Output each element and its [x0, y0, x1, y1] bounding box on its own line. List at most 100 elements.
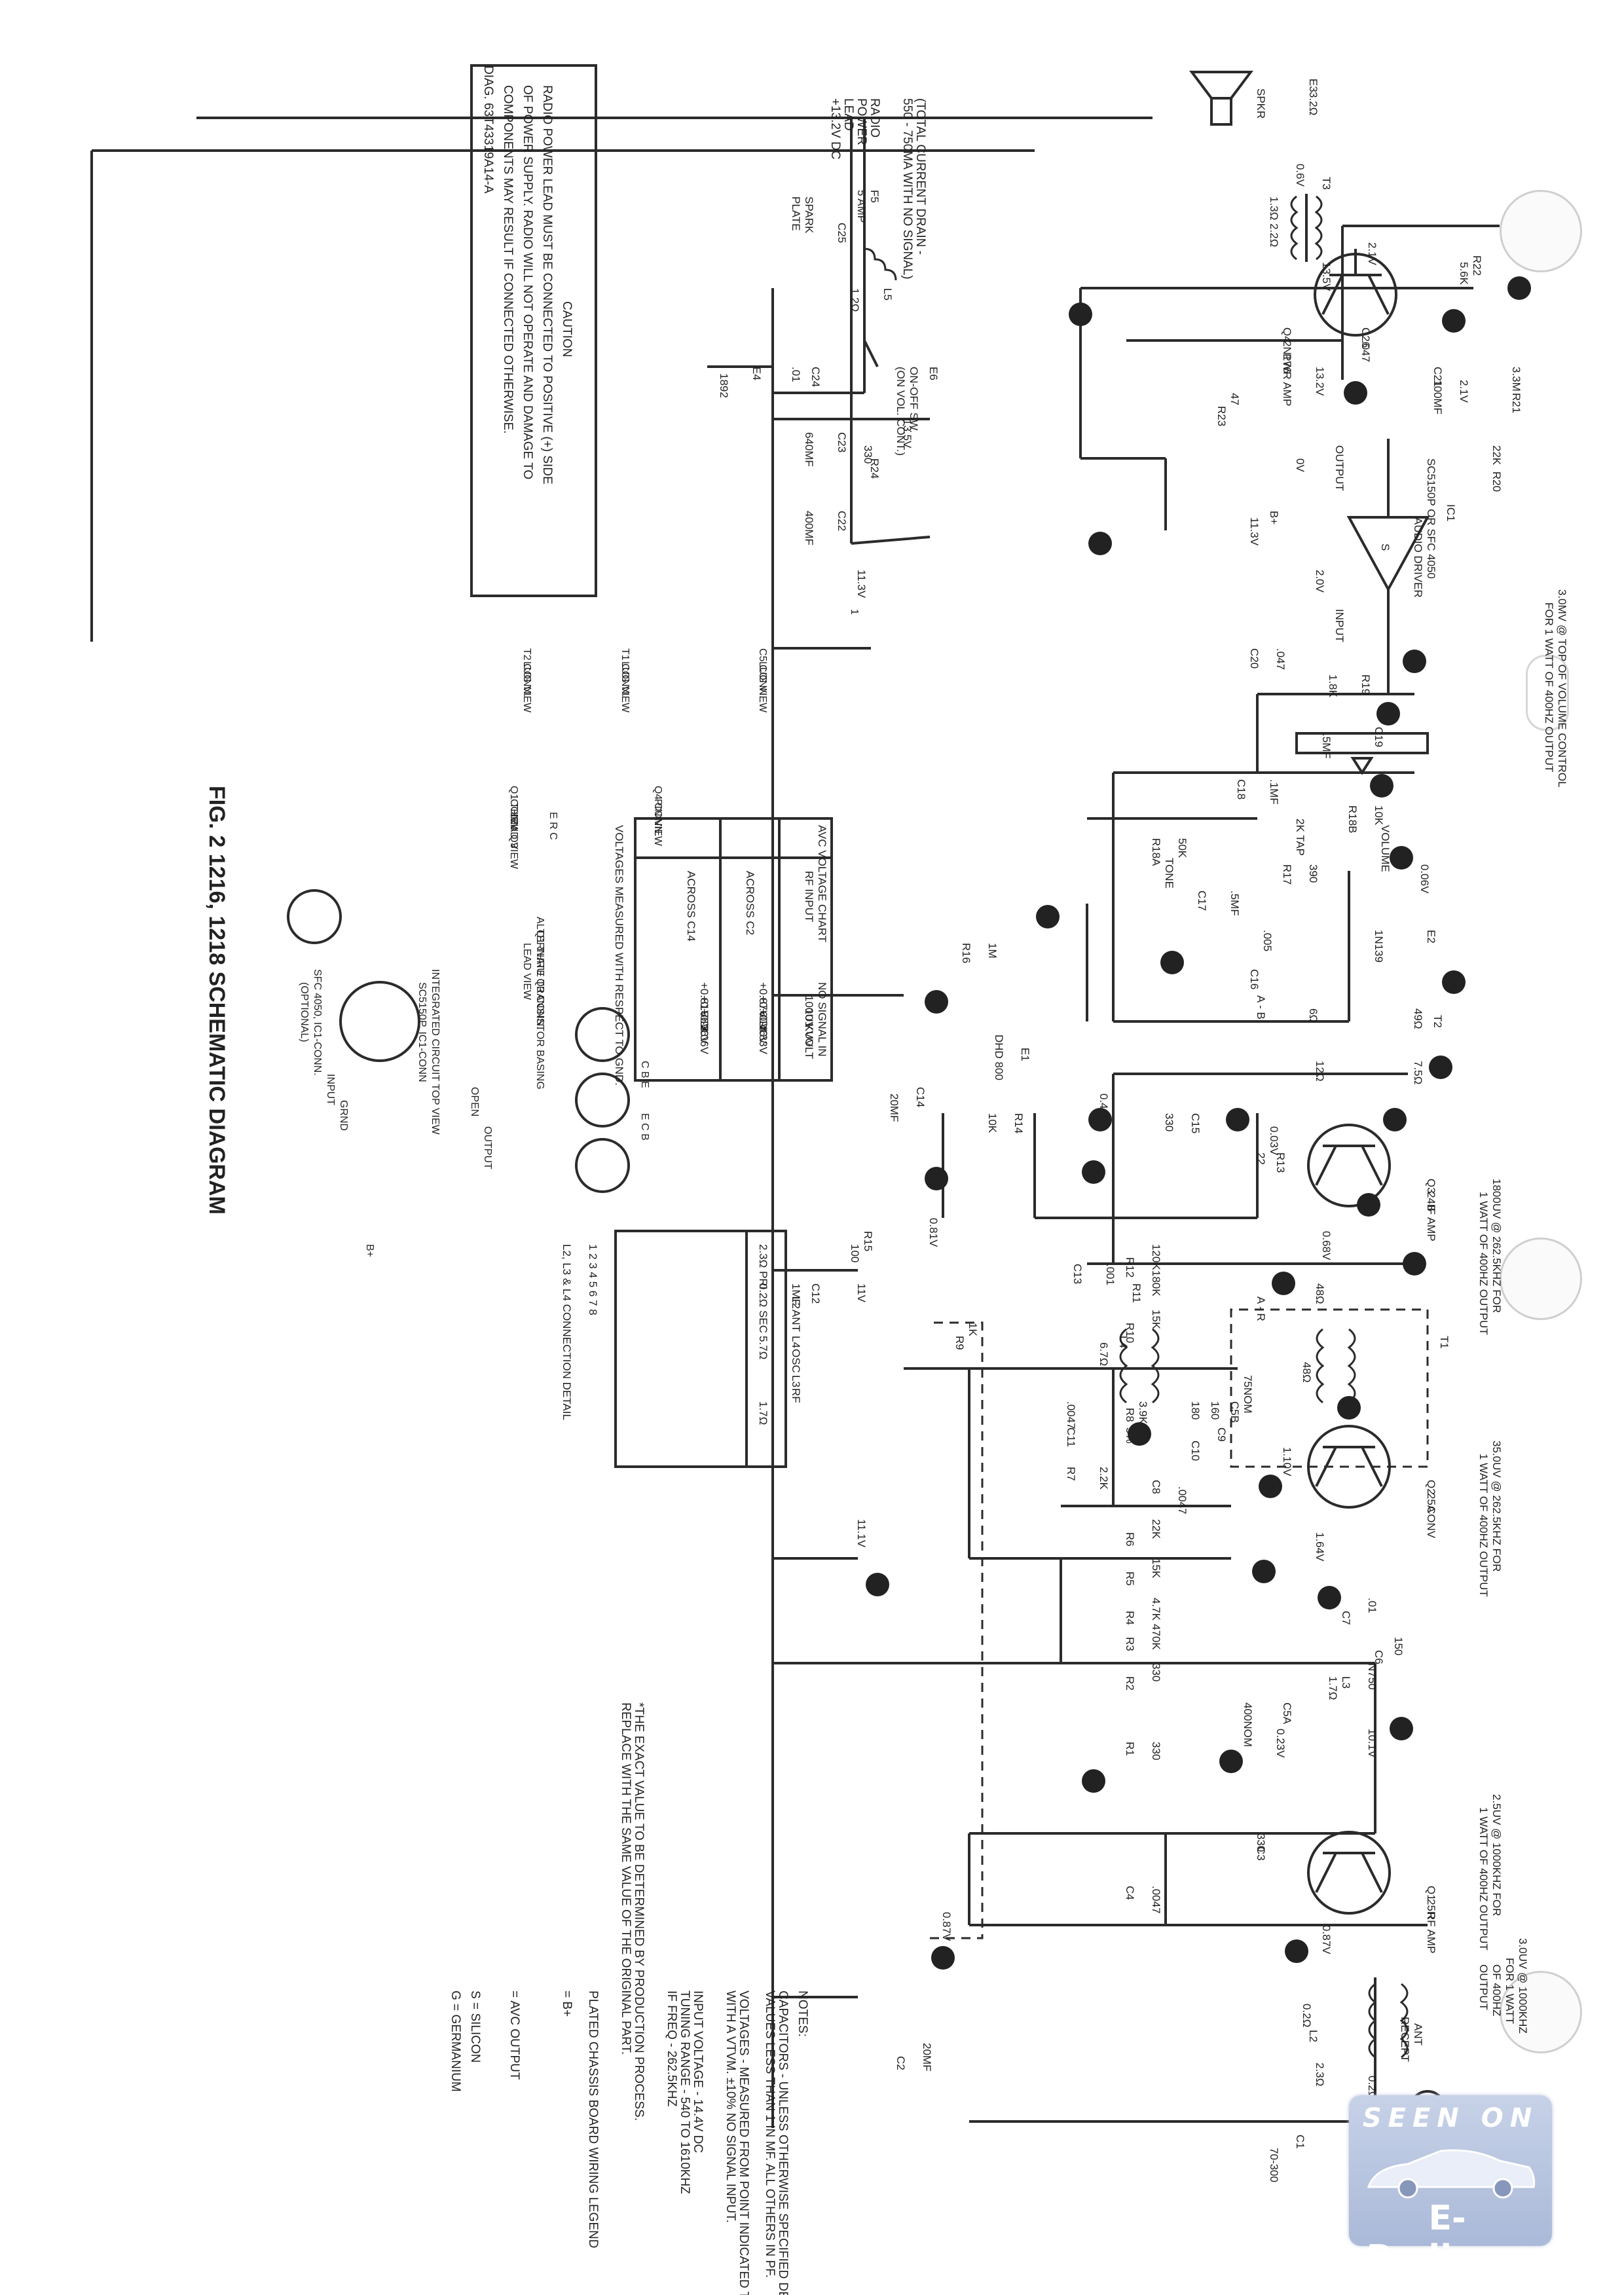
lbl-t1-ar: A - R — [1255, 1296, 1267, 1321]
note-1a: CAPACITORS - UNLESS OTHERWISE SPECIFIED … — [776, 1991, 790, 2295]
if-section-wiring — [942, 1073, 1408, 1265]
lbl-c24-v: .01 — [790, 367, 802, 382]
svg-text:20: 20 — [1395, 851, 1406, 863]
lbl-e3: E3 — [1307, 79, 1320, 92]
q3-transistor — [1307, 1124, 1391, 1207]
lbl-q2-type: 25A — [1425, 1493, 1437, 1513]
lbl-tap: 2K TAP — [1294, 818, 1306, 856]
lbl-e1-type: DHD 800 — [993, 1035, 1005, 1080]
lbl-c26: C26 — [1359, 327, 1372, 348]
test-point-4: 4 — [1285, 1939, 1308, 1963]
svg-text:30: 30 — [1133, 1427, 1144, 1439]
test-point-20: 20 — [1390, 846, 1413, 870]
svg-text:14: 14 — [1349, 386, 1360, 398]
lbl-c3: C3 — [1255, 1846, 1267, 1861]
lbl-r13-v: 22 — [1255, 1152, 1267, 1165]
lbl-r7: R7 — [1065, 1467, 1077, 1481]
test-point-11b: 11 — [925, 990, 948, 1014]
lbl-c7-v: .01 — [1366, 1598, 1378, 1613]
lbl-v132: 13.2V — [1314, 367, 1326, 396]
lbl-c11-v: .0047 — [1065, 1401, 1077, 1429]
avc-head: AVC VOLTAGE CHART — [816, 825, 828, 942]
note-2b: WITH A VTVM. ±10% NO SIGNAL INPUT. — [724, 1991, 737, 2223]
power-line-1: RADIO — [868, 98, 881, 138]
lbl-c20: C20 — [1248, 648, 1261, 669]
svg-text:10: 10 — [930, 1172, 941, 1184]
lbl-e2-type: 1N139 — [1373, 930, 1385, 963]
test-point-17: 17 — [1403, 650, 1426, 673]
lbl-antin-4: OUTPUT — [1477, 1964, 1490, 2010]
test-point-1d: 1 — [1082, 1769, 1105, 1793]
lbl-e4-v: 1892 — [718, 373, 730, 398]
legend-head: PLATED CHASSIS BOARD WIRING LEGEND — [586, 1991, 600, 2248]
power-line-4: +13.2V DC — [828, 98, 842, 159]
lbl-l1-r: 0.2Ω — [1366, 2076, 1378, 2099]
lbl-r1: R1 — [1124, 1742, 1136, 1756]
lbl-r3: R3 — [1124, 1637, 1136, 1651]
lbl-v164: 1.64V — [1314, 1532, 1326, 1562]
avc-a-3: +0.46V — [757, 1008, 769, 1044]
svg-text:27: 27 — [1362, 1198, 1373, 1210]
notes-block: NOTES: CAPACITORS - UNLESS OTHERWISE SPE… — [449, 1702, 809, 2295]
lbl-r3-v: 470K — [1150, 1624, 1162, 1650]
lbl-r2: R2 — [1124, 1676, 1136, 1691]
lbl-r17-v: 390 — [1307, 864, 1320, 883]
svg-text:18: 18 — [1375, 779, 1386, 791]
alt-basing-3: LEAD VIEW — [521, 943, 532, 1001]
t1-lug: LUG VIEW — [619, 661, 631, 713]
lbl-q4-desc: PWR AMP — [1281, 354, 1293, 406]
lbl-q1: Q1 — [1425, 1886, 1437, 1901]
lbl-c21-v: 100MF — [1431, 380, 1444, 414]
svg-text:25: 25 — [1434, 1061, 1445, 1073]
test-point-21: 21 — [1442, 970, 1466, 994]
coil-pins: 1 2 3 4 5 6 7 8 — [587, 1244, 599, 1315]
t1-conn: T1 CONN. — [619, 648, 631, 697]
ic1-audio-driver — [1346, 439, 1430, 694]
diag-number: DIAG. 63T43319A14-A — [481, 65, 495, 194]
lbl-t2: T2 — [1431, 1015, 1444, 1028]
svg-text:28: 28 — [1408, 1257, 1419, 1269]
lbl-r23: R23 — [1215, 406, 1228, 426]
avc-row-3: 10 KUV — [803, 1008, 815, 1047]
lbl-t2-r4: 7.5Ω — [1412, 1061, 1424, 1084]
drain-line-1: (TOTAL CURRENT DRAIN - — [913, 98, 927, 255]
lbl-e1: E1 — [1019, 1048, 1031, 1061]
lbl-t3: T3 — [1320, 177, 1333, 190]
lbl-e6-3: (ON VOL. CONT.) — [895, 367, 907, 456]
figure-title: FIG. 2 1216, 1218 SCHEMATIC DIAGRAM — [204, 786, 229, 1215]
avc-col-3: ACROSS C14 — [685, 871, 697, 942]
svg-text:11: 11 — [930, 995, 941, 1006]
avc-a-2: +0.60V — [757, 995, 769, 1031]
lbl-f5: F5 — [868, 190, 881, 203]
lbl-c12: C12 — [809, 1283, 822, 1304]
lbl-ic1: IC1 — [1445, 504, 1457, 521]
logo-bottom-text: E-Bodies.org — [1366, 2199, 1528, 2277]
lbl-vol-1: 3.0MV @ TOP OF VOLUME CONTROL — [1556, 589, 1568, 788]
coil-sec: 0.2Ω SEC — [757, 1283, 769, 1333]
speaker-symbol — [1189, 71, 1253, 126]
rf-section-wiring — [968, 1663, 1428, 2123]
test-point-1b: 1 — [1082, 1160, 1105, 1184]
lbl-spark-2: PLATE — [790, 196, 802, 231]
test-point-22: 22 — [1088, 1108, 1112, 1131]
test-point-27: 27 — [1357, 1193, 1380, 1217]
test-point-29: 29 — [1337, 1396, 1361, 1420]
lbl-c25: C25 — [836, 223, 848, 243]
lbl-e3-ohm: 3.2Ω — [1307, 92, 1320, 115]
lbl-if-2: 1 WATT OF 400HZ OUTPUT — [1477, 1192, 1490, 1335]
svg-text:29: 29 — [1342, 1401, 1354, 1413]
lbl-c20-v: .047 — [1274, 648, 1287, 670]
lbl-ant-2: RECEPT — [1399, 2017, 1411, 2062]
svg-text:22: 22 — [1094, 1113, 1105, 1125]
lbl-ic-pin-note: 1 — [849, 609, 860, 615]
caution-box — [470, 64, 597, 597]
lbl-conv-2: 1 WATT OF 400HZ OUTPUT — [1477, 1454, 1490, 1597]
coil-l4: L4 — [790, 1336, 802, 1348]
svg-text:1: 1 — [1087, 1169, 1098, 1175]
lbl-q1-desc: RF AMP — [1425, 1912, 1437, 1953]
lbl-r2-v: 330 — [1150, 1663, 1162, 1681]
lbl-r18a-v: 50K — [1176, 838, 1189, 858]
lbl-r23-v: 47 — [1228, 393, 1241, 405]
coil-osc: OSC — [790, 1349, 802, 1373]
lbl-r11-v: 180K — [1150, 1270, 1162, 1296]
